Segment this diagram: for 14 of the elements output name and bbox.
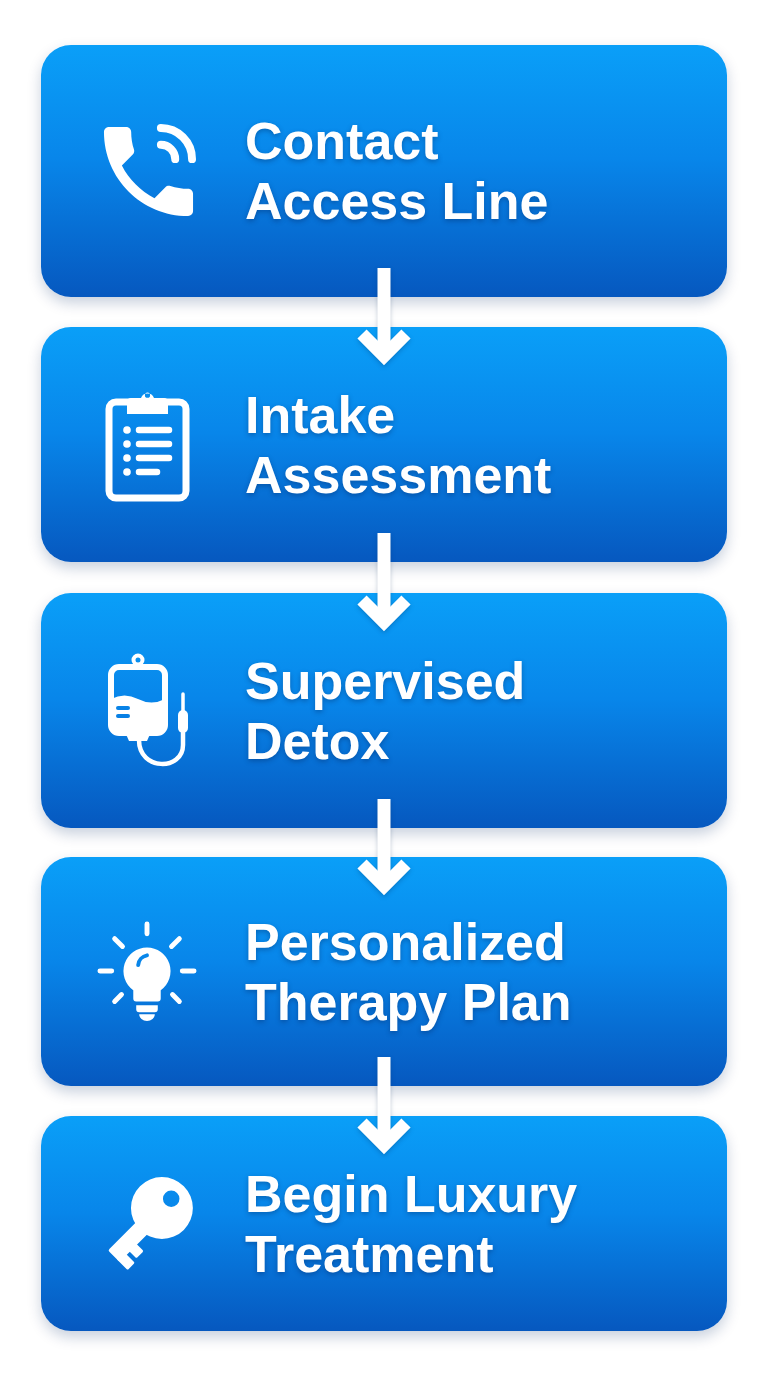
step-title: Contact Access Line — [245, 111, 550, 231]
step-title: Personalized Therapy Plan — [245, 911, 573, 1032]
step-title: Intake Assessment — [245, 384, 553, 505]
arrow — [355, 533, 413, 629]
arrow — [355, 268, 413, 363]
step-card — [41, 593, 727, 828]
step-card — [41, 45, 727, 297]
arrow — [355, 799, 413, 893]
step-title: Begin Luxury Treatment — [245, 1163, 579, 1284]
step-card — [41, 1116, 727, 1331]
arrow — [355, 1057, 413, 1152]
step-card — [41, 327, 727, 562]
step-title: Supervised Detox — [245, 650, 527, 771]
step-card — [41, 857, 727, 1086]
